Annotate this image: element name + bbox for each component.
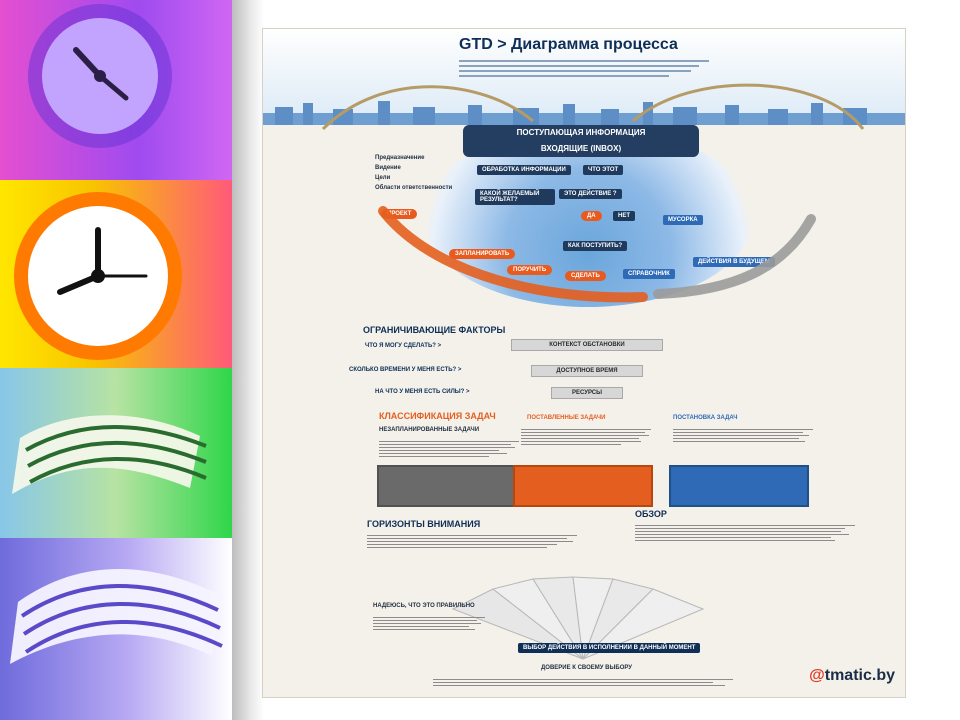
horizons-fan: [451, 576, 705, 660]
what-to-do-label: КАК ПОСТУПИТЬ?: [563, 241, 628, 251]
trash-item: МУСОРКА: [663, 215, 703, 225]
papers-fan-icon: [10, 568, 223, 664]
incoming-info-label: ПОСТУПАЮЩАЯ ИНФОРМАЦИЯ: [516, 128, 646, 137]
gtd-poster: GTD > Диаграмма процесса ПОСТУПАЮЩАЯ ИНФ…: [262, 28, 906, 698]
processing-label: ОБРАБОТКА ИНФОРМАЦИИ: [477, 165, 571, 175]
city-skyline: [263, 101, 905, 125]
class-col2-text: [521, 427, 651, 447]
brand-rest: tmatic.by: [824, 667, 895, 684]
trust-label: ДОВЕРИЕ К СВОЕМУ ВЫБОРУ: [541, 665, 633, 671]
clock-icon-yellow: [14, 192, 182, 360]
left-label-purpose: Предназначение: [375, 155, 425, 161]
classification-title: КЛАССИФИКАЦИЯ ЗАДАЧ: [379, 411, 496, 421]
papers-stack-icon: [12, 415, 207, 494]
horizons-text: [367, 533, 577, 550]
brand-logo: @tmatic.by: [809, 667, 895, 685]
context-bar: КОНТЕКСТ ОБСТАНОВКИ: [511, 339, 663, 351]
class-col2-title: ПОСТАВЛЕННЫЕ ЗАДАЧИ: [527, 415, 606, 421]
left-label-vision: Видение: [375, 165, 401, 171]
someday-item: ДЕЙСТВИЯ В БУДУЩЕМ: [693, 257, 775, 267]
left-photo-strip: [0, 0, 232, 720]
question-what: ЧТО Я МОГУ СДЕЛАТЬ? >: [365, 343, 442, 349]
class-col3-title: ПОСТАНОВКА ЗАДАЧ: [673, 415, 738, 421]
poster-subtitle-lines: [459, 57, 719, 80]
class-col1-text: [379, 439, 519, 459]
project-item: ПРОЕКТ: [381, 209, 418, 219]
trust-text: [433, 677, 733, 688]
reference-item: СПРАВОЧНИК: [623, 269, 675, 279]
inbox-label: ВХОДЯЩИЕ (INBOX): [540, 144, 622, 153]
hope-label: НАДЕЮСЬ, ЧТО ЭТО ПРАВИЛЬНО: [373, 603, 475, 609]
left-label-areas: Области ответственности: [375, 185, 453, 191]
do-item: СДЕЛАТЬ: [565, 271, 606, 281]
plan-item: ЗАПЛАНИРОВАТЬ: [449, 249, 516, 259]
desired-result-label: КАКОЙ ЖЕЛАЕМЫЙ РЕЗУЛЬТАТ?: [475, 189, 555, 205]
papers-photo-purple: [0, 538, 232, 720]
yes-badge: ДА: [581, 211, 602, 221]
question-time: СКОЛЬКО ВРЕМЕНИ У МЕНЯ ЕСТЬ? >: [349, 367, 462, 373]
class-col3-box: [669, 465, 809, 507]
process-arcs: [321, 83, 865, 303]
inbox-header: ПОСТУПАЮЩАЯ ИНФОРМАЦИЯ ВХОДЯЩИЕ (INBOX): [463, 125, 699, 157]
what-is-it-label: ЧТО ЭТОТ: [583, 165, 624, 175]
class-col3-text: [673, 427, 813, 444]
resources-bar: РЕСУРСЫ: [551, 387, 623, 399]
poster-title: GTD > Диаграмма процесса: [459, 36, 678, 53]
class-col1-title: НЕЗАПЛАНИРОВАННЫЕ ЗАДАЧИ: [379, 427, 480, 433]
papers-photo-green: [0, 368, 232, 538]
review-title: ОБЗОР: [635, 509, 667, 519]
constraints-title: ОГРАНИЧИВАЮЩИЕ ФАКТОРЫ: [363, 325, 506, 335]
delegate-item: ПОРУЧИТЬ: [507, 265, 553, 275]
time-bar: ДОСТУПНОЕ ВРЕМЯ: [531, 365, 643, 377]
class-col1-box: [377, 465, 515, 507]
is-actionable-label: ЭТО ДЕЙСТВИЕ ?: [559, 189, 622, 199]
clock-photo-purple: [0, 0, 232, 180]
strip-shadow: [232, 0, 264, 720]
no-badge: НЕТ: [613, 211, 635, 221]
hope-text: [373, 615, 485, 632]
brand-at: @: [809, 667, 825, 684]
horizons-title: ГОРИЗОНТЫ ВНИМАНИЯ: [367, 519, 481, 529]
left-label-goals: Цели: [375, 175, 391, 181]
class-col2-box: [513, 465, 653, 507]
question-energy: НА ЧТО У МЕНЯ ЕСТЬ СИЛЫ? >: [375, 389, 470, 395]
review-text: [635, 523, 855, 543]
select-action-label: ВЫБОР ДЕЙСТВИЯ В ИСПОЛНЕНИИ В ДАННЫЙ МОМ…: [518, 643, 701, 653]
clock-photo-yellow: [0, 180, 232, 368]
clock-icon-purple: [28, 4, 172, 148]
